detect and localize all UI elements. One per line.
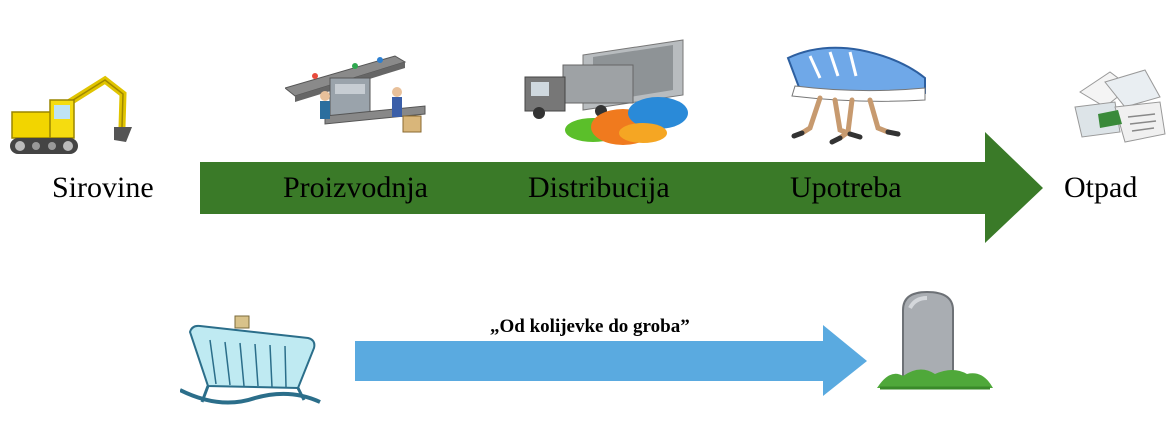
assembly-line-icon [285,55,426,133]
process-arrow [200,132,1043,243]
stage-label-start: Sirovine [52,171,154,204]
cradle-icon [180,315,321,405]
excavator-icon [10,75,132,154]
paper-waste-icon [1074,69,1166,143]
stage-label-end: Otpad [1064,171,1138,204]
running-shoes-icon [786,46,926,145]
stage-label-use: Upotreba [790,171,902,204]
gravestone-icon [877,290,993,390]
lifecycle-arrow [355,325,867,396]
lifecycle-caption: „Od kolijevke do groba” [490,316,690,337]
truck-warehouse-icon [524,39,688,145]
stage-label-production: Proizvodnja [283,171,428,204]
stage-label-distribution: Distribucija [528,171,670,204]
